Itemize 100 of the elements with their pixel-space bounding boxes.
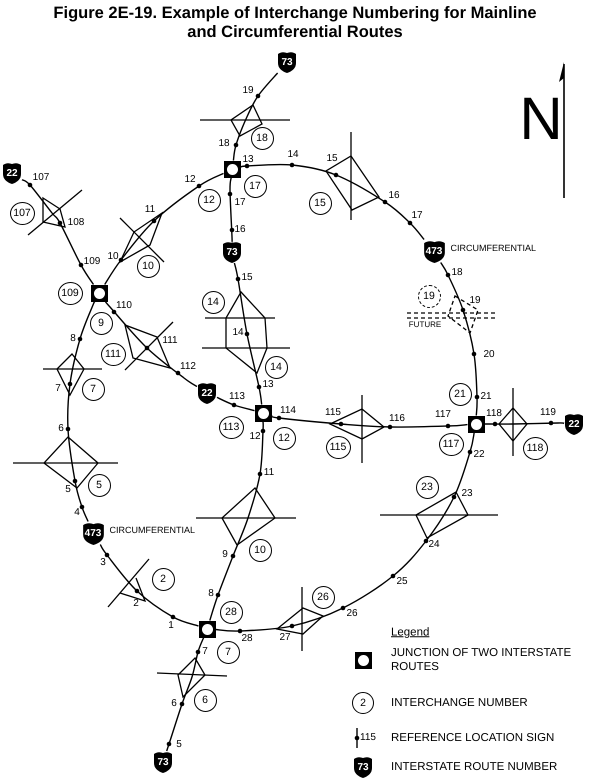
road-line <box>104 172 224 285</box>
interchange-circle: 115 <box>326 436 350 458</box>
interchange-circle: 12 <box>272 426 296 450</box>
interchange-circle: 18 <box>250 126 274 150</box>
reference-number: 27 <box>279 633 291 643</box>
road-line <box>232 72 278 161</box>
reference-number: 19 <box>242 86 254 96</box>
interchange-circle: 111 <box>100 342 126 366</box>
legend-text: INTERCHANGE NUMBER <box>391 696 528 710</box>
interchange-circle: 10 <box>248 538 272 562</box>
reference-number: 119 <box>540 408 556 418</box>
reference-number: 109 <box>84 257 100 267</box>
interchange-circle: 12 <box>198 188 220 212</box>
road-line <box>67 301 96 522</box>
route-shield: 473 <box>82 522 104 544</box>
reference-number: 8 <box>208 589 214 599</box>
interchange-circle: 107 <box>10 202 34 224</box>
reference-number: 21 <box>480 392 492 402</box>
reference-number: 20 <box>483 350 495 360</box>
reference-number: 25 <box>396 577 408 587</box>
route-shield-sample: 73 <box>353 756 373 778</box>
interchange-circle: 113 <box>218 416 244 438</box>
reference-number: 7 <box>202 647 208 657</box>
junction-symbol <box>198 620 216 638</box>
future-label: FUTURE <box>408 321 442 329</box>
reference-number: 110 <box>116 301 132 311</box>
junction-symbol <box>468 416 484 432</box>
interchange-circle: 118 <box>522 436 548 460</box>
reference-number: 6 <box>58 424 64 434</box>
legend-text: REFERENCE LOCATION SIGN <box>391 731 554 745</box>
reference-number: 13 <box>262 380 274 390</box>
interchange-circle: 7 <box>82 378 104 400</box>
reference-number: 114 <box>280 406 296 416</box>
reference-number: 15 <box>241 273 253 283</box>
north-label: N <box>519 89 563 149</box>
interchange-circle: 117 <box>438 432 464 456</box>
road-line <box>22 179 94 285</box>
figure-title: Figure 2E-19. Example of Interchange Numbering for Mainline and Circumferential Routes <box>52 4 538 42</box>
route-shield: 73 <box>222 241 242 263</box>
reference-number: 116 <box>389 414 405 424</box>
junction-symbol <box>90 284 108 302</box>
reference-number: 111 <box>162 336 178 346</box>
reference-number: 5 <box>65 485 71 495</box>
reference-number: 8 <box>70 334 76 344</box>
route-label: CIRCUMFERENTIAL <box>450 244 536 253</box>
interchange-circle: 6 <box>194 688 216 712</box>
interchange-circle: 21 <box>448 382 472 406</box>
road-line <box>234 262 262 405</box>
road-line <box>100 544 199 627</box>
road-line <box>215 432 475 632</box>
reference-number: 26 <box>346 609 358 619</box>
reference-number: 11 <box>144 205 156 215</box>
reference-number: 107 <box>32 173 50 183</box>
reference-number: 15 <box>326 154 338 164</box>
reference-number: 113 <box>229 392 245 402</box>
reference-number: 13 <box>242 155 254 165</box>
reference-number: 108 <box>68 218 84 228</box>
legend-heading: Legend <box>391 627 430 639</box>
route-shield: 73 <box>277 51 297 73</box>
route-shield: 73 <box>153 751 173 773</box>
reference-number: 18 <box>451 268 463 278</box>
junction-symbol <box>224 160 240 178</box>
interchange-circle: 26 <box>312 586 334 608</box>
legend-text: INTERSTATE ROUTE NUMBER <box>391 760 558 774</box>
reference-number: 19 <box>469 296 481 306</box>
reference-number: 22 <box>473 450 485 460</box>
interchange-circle: 7 <box>216 640 240 664</box>
route-label: CIRCUMFERENTIAL <box>110 526 196 535</box>
reference-number: 9 <box>222 550 228 560</box>
future-interchange-circle: 19 <box>418 284 440 308</box>
interchange-circle: 23 <box>416 476 438 498</box>
reference-number: 18 <box>218 139 230 149</box>
junction-icon <box>354 652 372 668</box>
reference-number: 14 <box>287 150 299 160</box>
route-shield: 22 <box>2 162 22 184</box>
road-line <box>270 415 468 428</box>
interchange-circle: 2 <box>152 568 174 590</box>
reference-number: 2 <box>133 599 139 609</box>
road-line <box>240 164 425 240</box>
reference-number: 14 <box>232 328 244 338</box>
reference-number: 3 <box>100 558 106 568</box>
reference-number: 17 <box>411 211 423 221</box>
route-shield: 473 <box>422 240 446 262</box>
reference-number: 115 <box>360 733 376 743</box>
road-line <box>440 262 478 416</box>
road-line <box>216 396 255 412</box>
road-line <box>209 421 264 621</box>
interchange-circle: 15 <box>308 192 332 214</box>
interchange-number-sample: 2 <box>352 692 374 714</box>
interchange-circle: 14 <box>202 290 224 314</box>
reference-number: 117 <box>435 410 451 420</box>
interchange-circle: 10 <box>136 254 160 278</box>
reference-number: 7 <box>55 384 61 394</box>
reference-number: 118 <box>486 409 502 419</box>
reference-number: 1 <box>168 621 174 631</box>
reference-number: 23 <box>461 489 473 499</box>
legend-text: JUNCTION OF TWO INTERSTATE ROUTES <box>391 646 572 674</box>
interchange-circle: 9 <box>90 312 112 334</box>
interchange-circle: 17 <box>244 174 266 198</box>
road-line <box>105 301 198 388</box>
